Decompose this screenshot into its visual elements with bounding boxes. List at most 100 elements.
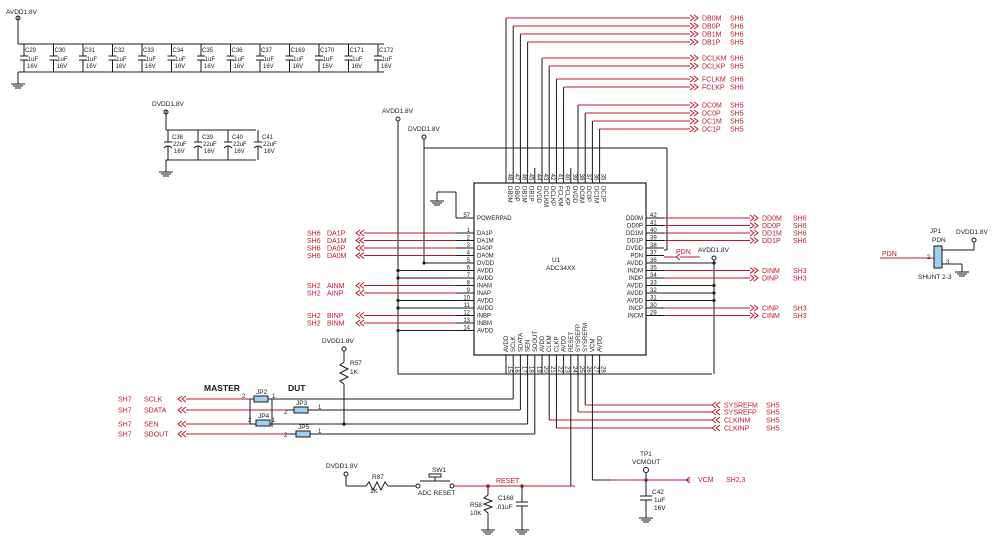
power-label-dvdd-chip: DVDD1.8V [408, 126, 440, 133]
pin-name: FCLKM [556, 186, 562, 206]
net-label: BINP [327, 313, 344, 320]
sheet-ref: SH6 [793, 223, 807, 230]
net-label: DB1M [702, 32, 722, 39]
jumper-jp4[interactable] [255, 419, 271, 427]
pin-name: INCP [629, 306, 643, 312]
pin-name: INAM [477, 284, 492, 290]
pin-number: 38 [650, 243, 657, 249]
jumper-jp1[interactable] [933, 245, 943, 269]
test-point-tp1[interactable] [643, 467, 649, 473]
jumper-jp2[interactable] [253, 395, 269, 403]
sheet-ref: SH5 [730, 64, 744, 71]
power-label-avdd-chip: AVDD1.8V [382, 108, 414, 115]
pin-name: DVDD [535, 186, 541, 204]
pin-name: RESET [569, 332, 575, 352]
sheet-ref: SH6 [793, 238, 807, 245]
tp1-ref: TP1 [640, 451, 652, 458]
pin-name: AVDD [504, 335, 510, 352]
sheet-ref: SH6 [307, 231, 321, 238]
cap-voltage: 16V [174, 149, 185, 155]
sw1-name[interactable]: ADC RESET [418, 490, 455, 497]
c42-voltage: 16V [654, 505, 666, 512]
pin-number: 39 [571, 174, 577, 181]
pin-number: 41 [556, 174, 562, 181]
sw1-ref: SW1 [432, 467, 446, 474]
pdn-net-label: PDN [882, 251, 897, 258]
pin-number: 42 [650, 213, 657, 219]
cap-value: .1uF [144, 57, 156, 63]
pin-name: AVDD [477, 269, 494, 275]
pin-name: AVDD [627, 284, 644, 290]
vcm-section: TP1 VCMOUT C42 1uF 16V VCM SH2,3 [610, 451, 746, 523]
sheet-ref: SH6 [730, 24, 744, 31]
net-label: DB1P [702, 40, 721, 47]
jumper-jp3[interactable] [293, 406, 309, 414]
cap-value: 22uF [173, 142, 187, 148]
pin-name: SEN [526, 340, 532, 352]
pin-name: DCLKM [542, 186, 548, 207]
ground-symbol [11, 83, 25, 89]
pin-number: 29 [650, 311, 657, 317]
cap-voltage: 16V [293, 64, 304, 70]
power-label-dvdd-r87: DVDD1.8V [326, 463, 358, 470]
pin-name: DA0M [477, 254, 494, 260]
pin-number: 36 [592, 174, 598, 181]
vcmout-label: VCMOUT [632, 459, 660, 466]
jp2-pin2: 2 [242, 394, 246, 400]
pin-number: 24 [571, 366, 577, 373]
jp1-pin2: 2 [927, 255, 931, 261]
jp3-pin1: 1 [318, 405, 322, 411]
net-label: SCLK [144, 397, 163, 404]
pin-name: INBP [477, 314, 491, 320]
sheet-ref: SH6 [793, 231, 807, 238]
cap-ref: C30 [55, 48, 67, 54]
net-label: FCLKM [702, 77, 726, 84]
pin-number: 5 [467, 258, 471, 264]
sheet-ref: SH6 [307, 238, 321, 245]
jp5-pin2: 2 [284, 433, 288, 439]
sheet-ref: SH7 [118, 432, 132, 439]
net-label: DCLKP [702, 64, 726, 71]
jp4-pin1: 1 [272, 418, 276, 424]
pin-number: 35 [600, 174, 606, 181]
spi-jumper-section: MASTER DUT JP2 2 1 JP3 2 1 JP4 2 1 JP5 2… [204, 383, 322, 439]
pin-number: 22 [556, 366, 562, 373]
net-dclkp: DCLKP SH5 [548, 62, 744, 168]
cap-ref: C35 [202, 48, 214, 54]
sheet-ref: SH5 [766, 403, 780, 410]
chip-pin-bottom: 24 RESET [569, 332, 577, 374]
pin-name: AVDD [477, 299, 494, 305]
pin-number: 9 [467, 288, 471, 294]
pin-number: 46 [520, 174, 526, 181]
r57-pullup: DVDD1.8V R57 1K [322, 338, 362, 426]
jp4-pin2: 2 [248, 418, 252, 424]
pin-name: DD1P [627, 239, 643, 245]
cap-voltage: 16V [204, 64, 215, 70]
jumper-jp5[interactable] [295, 430, 311, 438]
